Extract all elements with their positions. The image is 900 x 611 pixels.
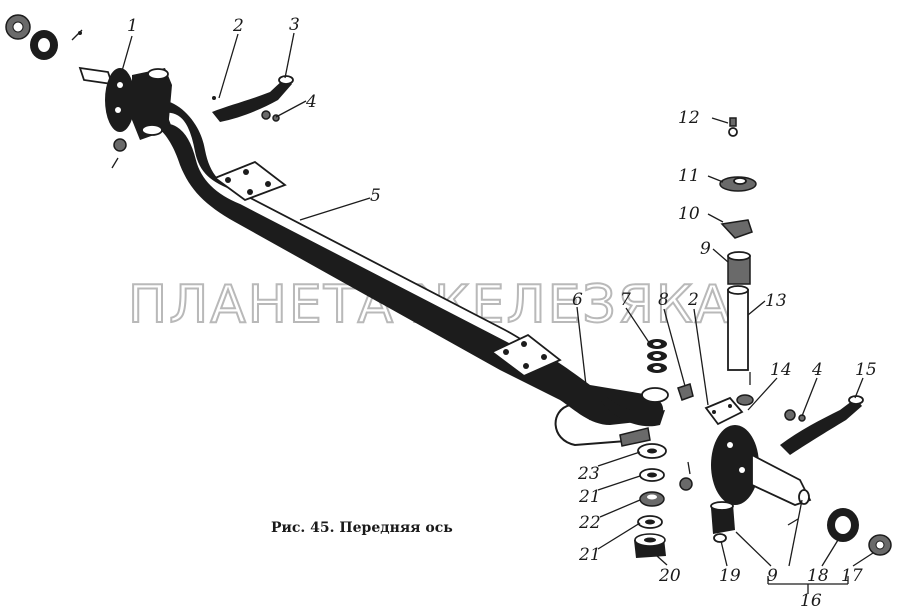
callout-21b: 21 xyxy=(578,545,601,565)
callout-1: 1 xyxy=(127,16,138,36)
leader-lines xyxy=(119,32,874,594)
callout-6: 6 xyxy=(572,290,583,310)
spring-pad-left xyxy=(213,160,287,202)
callout-2b: 2 xyxy=(687,290,699,310)
callout-14: 14 xyxy=(770,360,792,380)
callout-13: 13 xyxy=(765,291,787,311)
callout-20: 20 xyxy=(658,566,681,586)
callout-7: 7 xyxy=(620,290,631,310)
callout-10: 10 xyxy=(678,204,700,224)
callout-18: 18 xyxy=(807,566,829,586)
callout-21: 21 xyxy=(578,487,601,507)
tie-rod-arm xyxy=(554,404,641,447)
right-knuckle xyxy=(704,394,812,506)
right-top-parts xyxy=(719,117,757,385)
callout-22: 22 xyxy=(578,513,601,533)
steering-arm-right xyxy=(780,395,864,455)
shims-and-bushing xyxy=(647,339,694,401)
lower-right-parts xyxy=(679,461,892,556)
figure-caption: Рис. 45. Передняя ось xyxy=(271,520,453,536)
callout-12: 12 xyxy=(678,108,700,128)
callout-4: 4 xyxy=(305,92,317,112)
callout-16: 16 xyxy=(800,591,822,611)
spring-pad-right xyxy=(490,333,562,378)
hub-bearing-left xyxy=(5,14,83,60)
thrust-bearing-stack xyxy=(634,443,667,558)
callout-9: 9 xyxy=(700,239,711,259)
steering-arm-top xyxy=(212,75,294,122)
callout-11: 11 xyxy=(678,166,700,186)
callout-5: 5 xyxy=(370,186,381,206)
callouts: 1 2 3 4 5 12 11 10 9 13 6 7 8 2 14 4 15 … xyxy=(127,15,877,611)
axle-eye-right xyxy=(641,387,669,403)
left-small-parts xyxy=(111,96,216,169)
callout-23: 23 xyxy=(577,464,600,484)
callout-17: 17 xyxy=(841,566,863,586)
callout-3: 3 xyxy=(289,15,300,35)
callout-4b: 4 xyxy=(811,360,823,380)
callout-2: 2 xyxy=(232,16,244,36)
axle-beam xyxy=(145,99,669,447)
callout-19: 19 xyxy=(719,566,741,586)
callout-8: 8 xyxy=(658,290,669,310)
callout-9b: 9 xyxy=(767,566,778,586)
callout-15: 15 xyxy=(855,360,877,380)
left-knuckle xyxy=(78,66,172,140)
